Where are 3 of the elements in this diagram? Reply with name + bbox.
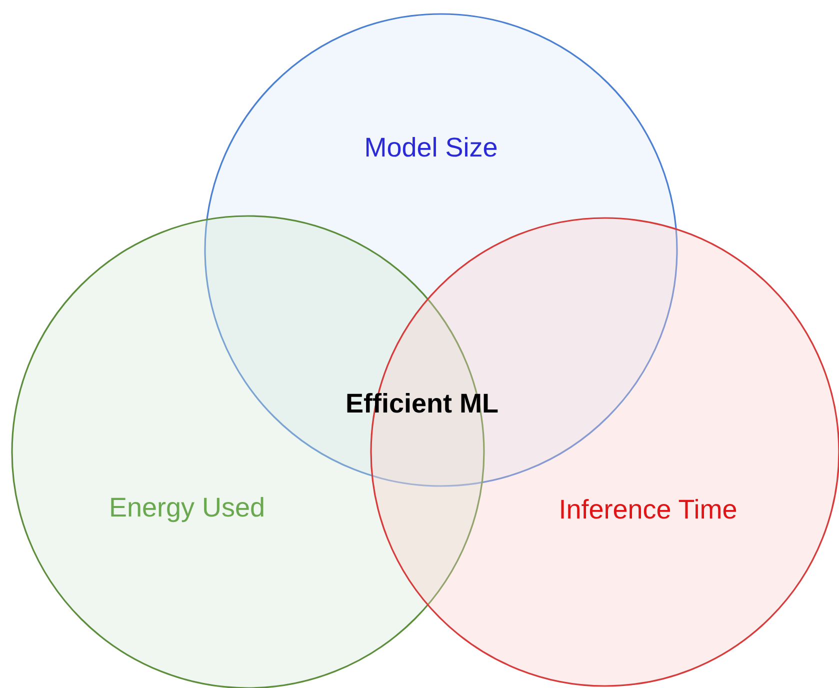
circle-label: Model Size	[364, 132, 498, 164]
circle-label: Inference Time	[558, 494, 738, 526]
circle-label: Energy Used	[108, 492, 266, 524]
